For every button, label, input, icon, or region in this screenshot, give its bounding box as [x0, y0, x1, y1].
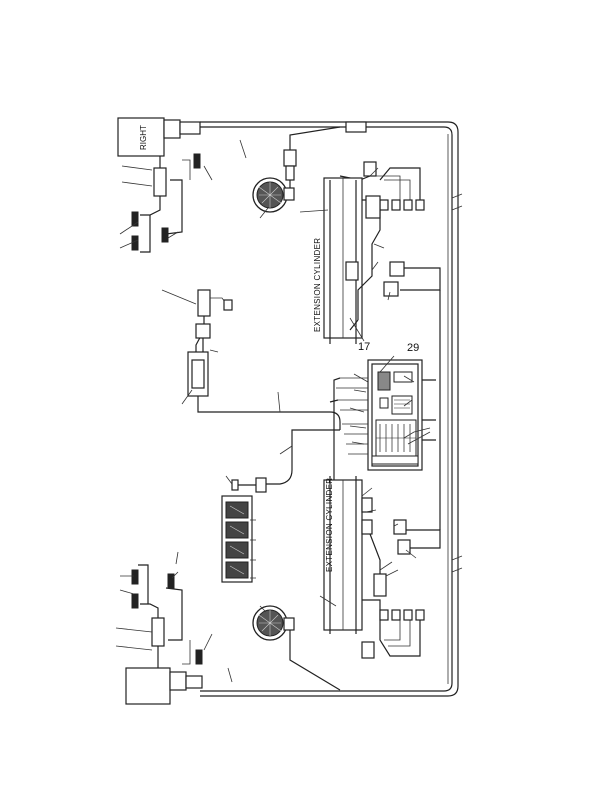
control-box: 29 [367, 290, 441, 530]
lamp-top [252, 177, 295, 213]
bottom-left-harness [131, 564, 203, 668]
callout-17: 17 [358, 341, 370, 353]
control-box-left-wires [329, 377, 368, 480]
extension-cylinder-bottom-label: EXTENSION CYLINDER [325, 478, 334, 572]
extension-cylinder-top-label: EXTENSION CYLINDER [313, 238, 322, 332]
switch-panel [221, 495, 253, 583]
lamp-bottom [252, 605, 341, 691]
left-junction-box [125, 667, 203, 705]
right-box-label: RIGHT [139, 125, 148, 150]
upper-extension-cylinder: EXTENSION CYLINDER 17 [313, 167, 441, 353]
top-left-harness [131, 153, 201, 253]
main-harness-loop [200, 121, 459, 697]
right-junction-box: RIGHT [117, 117, 201, 157]
lower-extension-cylinder: EXTENSION CYLINDER [323, 476, 441, 659]
middle-left-module [187, 289, 341, 430]
top-branch-harness [283, 121, 377, 188]
callout-29: 29 [407, 342, 419, 354]
center-wiring [231, 429, 340, 493]
leader-lines [115, 139, 463, 683]
